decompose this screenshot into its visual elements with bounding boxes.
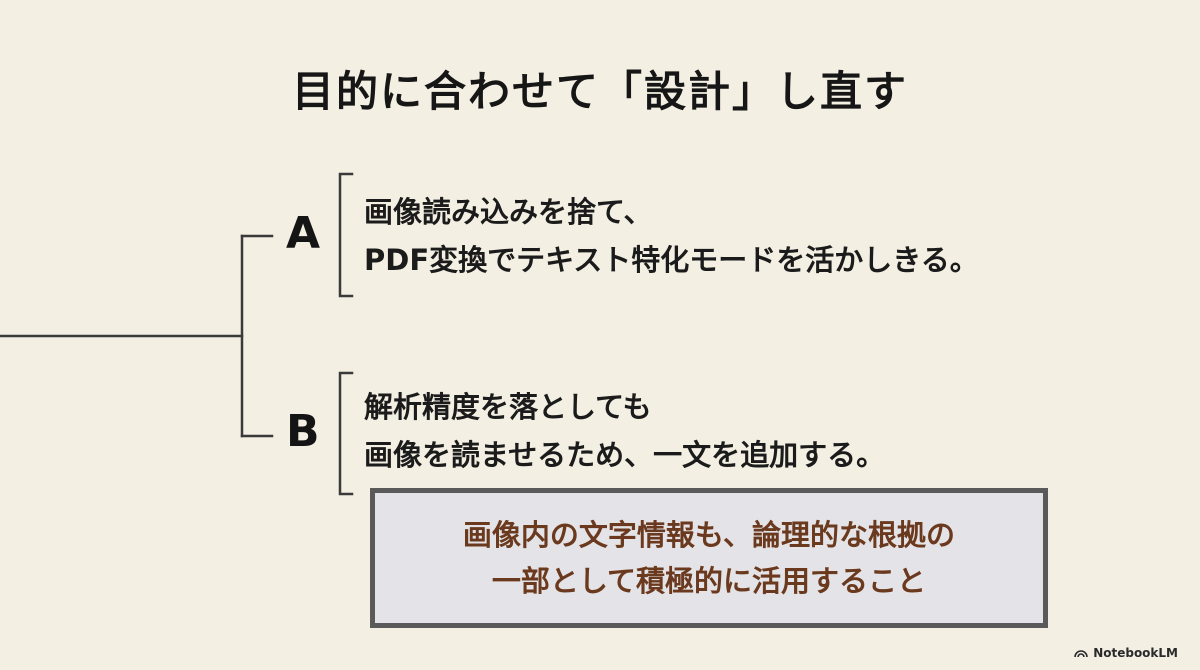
notebooklm-logo-icon — [1074, 650, 1088, 658]
branch-label-b: B — [286, 406, 320, 457]
notebooklm-branding: NotebookLM — [1074, 646, 1178, 660]
branch-a-line-1: 画像読み込みを捨て、 — [364, 195, 653, 229]
branch-a-text: 画像読み込みを捨て、 PDF変換でテキスト特化モードを活かしきる。 — [364, 188, 979, 284]
bracket-b — [338, 371, 354, 496]
callout-line-1: 画像内の文字情報も、論理的な根拠の — [462, 518, 956, 552]
callout-box: 画像内の文字情報も、論理的な根拠の 一部として積極的に活用すること — [370, 488, 1048, 628]
slide-title: 目的に合わせて「設計」し直す — [291, 67, 908, 116]
callout-line-2: 一部として積極的に活用すること — [491, 564, 927, 598]
branch-a-line-2: PDF変換でテキスト特化モードを活かしきる。 — [364, 243, 979, 277]
bracket-a — [338, 172, 354, 298]
branch-b-line-1: 解析精度を落としても — [364, 390, 652, 424]
branch-b-line-2: 画像を読ませるため、一文を追加する。 — [364, 438, 886, 472]
brand-text: NotebookLM — [1093, 646, 1178, 660]
branch-label-a: A — [286, 208, 321, 259]
branch-b-text: 解析精度を落としても 画像を読ませるため、一文を追加する。 — [364, 383, 885, 479]
